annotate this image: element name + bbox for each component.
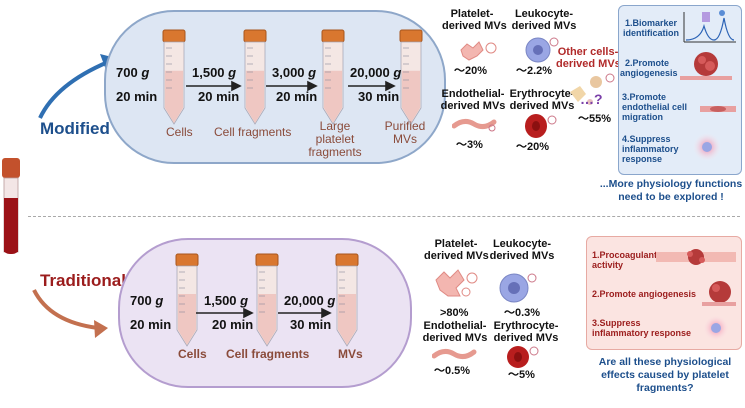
pellet-cell-fragments: Cell fragments <box>214 125 292 139</box>
traditional-tube-1 <box>175 253 199 347</box>
step-time-1: 20 min <box>116 89 158 104</box>
modified-functions-panel <box>618 5 742 175</box>
procoagulant-icon <box>656 244 736 275</box>
erythrocyte-mv-icon-b <box>504 344 540 375</box>
traditional-tube-3 <box>335 253 359 347</box>
mv-erythrocyte-pct-b: ～5% <box>508 369 535 381</box>
mv-leukocyte-pct: ～2.2% <box>516 65 553 77</box>
leukocyte-mv-icon-b <box>498 270 538 309</box>
biomarker-chart-icon <box>682 10 738 49</box>
step-time-b3: 30 min <box>290 317 332 332</box>
step-time-2: 20 min <box>198 89 240 104</box>
modified-tube-3 <box>321 29 345 125</box>
mv-other-pct: ～55% <box>578 113 612 125</box>
traditional-label: Traditional <box>40 271 126 290</box>
mv-other-question: …? <box>580 91 603 107</box>
step-g-4: 20,000 g <box>350 65 402 80</box>
mv-endothelial-pct: ～3% <box>456 139 483 151</box>
pellet-mvs-b: MVs <box>338 347 363 361</box>
modified-tube-2 <box>243 29 267 125</box>
erythrocyte-mv-icon <box>522 112 558 145</box>
mv-platelet-pct: ～20% <box>454 65 488 77</box>
mv-platelet-pct-b: >80% <box>440 307 469 319</box>
platelet-mv-icon <box>455 38 499 71</box>
inflammation-icon-b <box>700 314 732 347</box>
migration-icon <box>700 102 738 121</box>
endothelial-mv-icon-b <box>431 346 478 367</box>
step-g-b2: 1,500 g <box>204 293 249 308</box>
step-time-4: 30 min <box>358 89 400 104</box>
inflammation-icon <box>690 132 724 167</box>
mv-endothelial-pct-b: ～0.5% <box>434 365 471 377</box>
step-g-b3: 20,000 g <box>284 293 336 308</box>
modified-tube-4 <box>399 29 423 125</box>
mv-leukocyte-label: Leukocyte-derived MVs <box>511 8 577 32</box>
leukocyte-mv-icon <box>524 34 560 71</box>
platelet-mv-icon-b <box>430 266 480 307</box>
endothelial-mv-icon <box>451 116 498 137</box>
step-time-b2: 20 min <box>212 317 254 332</box>
pellet-cells-b: Cells <box>178 347 207 361</box>
mv-erythrocyte-pct: ～20% <box>516 141 550 153</box>
mv-endothelial-label: Endothelial-derived MVs <box>440 88 506 112</box>
step-time-b1: 20 min <box>130 317 172 332</box>
modified-label: Modified <box>40 119 110 138</box>
angiogenesis-icon-b <box>700 278 738 313</box>
pellet-cell-fragments-b: Cell fragments <box>226 347 310 361</box>
mv-other-label: Other cells-derived MVs <box>556 46 621 70</box>
blood-tube-icon <box>0 158 22 258</box>
mv-erythrocyte-label-b: Erythrocyte-derived MVs <box>493 320 559 344</box>
mv-platelet-label-b: Platelet-derived MVs <box>424 238 489 262</box>
angiogenesis-icon <box>676 50 736 87</box>
mv-erythrocyte-label: Erythrocyte-derived MVs <box>509 88 575 112</box>
other-cells-mv-icon <box>566 72 618 115</box>
step-time-3: 20 min <box>276 89 318 104</box>
function-promote-angiogenesis-b: 2.Promote angiogenesis <box>592 289 697 299</box>
modified-tube-1 <box>162 29 186 125</box>
mv-platelet-label: Platelet-derived MVs <box>442 8 507 32</box>
mv-leukocyte-label-b: Leukocyte-derived MVs <box>489 238 555 262</box>
step-g-1: 700 g <box>116 65 150 80</box>
pellet-cells: Cells <box>166 125 193 139</box>
step-g-2: 1,500 g <box>192 65 237 80</box>
traditional-tube-2 <box>255 253 279 347</box>
step-g-3: 3,000 g <box>272 65 317 80</box>
mv-endothelial-label-b: Endothelial-derived MVs <box>422 320 488 344</box>
step-g-b1: 700 g <box>130 293 164 308</box>
mv-leukocyte-pct-b: ～0.3% <box>504 307 541 319</box>
section-divider <box>28 216 740 217</box>
